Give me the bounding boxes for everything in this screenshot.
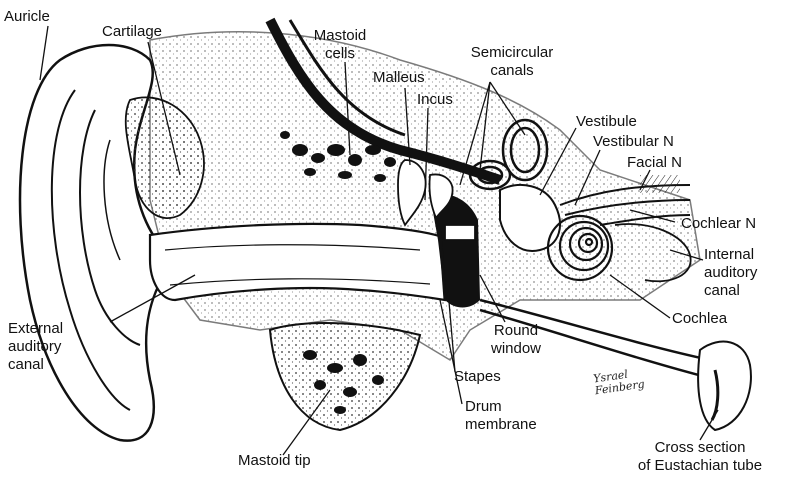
label-round-window-line2: window <box>486 340 546 358</box>
label-drum-line2: membrane <box>465 416 537 434</box>
label-internal-auditory-canal: Internal auditory canal <box>704 246 757 300</box>
label-cochlear-n: Cochlear N <box>681 215 756 233</box>
label-malleus: Malleus <box>373 69 425 87</box>
label-semicircular-canals-line2: canals <box>462 62 562 80</box>
stapes-shape <box>445 225 475 240</box>
label-mastoid-cells-line1: Mastoid <box>307 27 373 45</box>
label-external-auditory-canal: External auditory canal <box>8 320 63 374</box>
label-round-window: Round window <box>486 322 546 358</box>
label-internal-line3: canal <box>704 282 757 300</box>
label-internal-line2: auditory <box>704 264 757 282</box>
label-vestibule: Vestibule <box>576 113 637 131</box>
label-facial-n: Facial N <box>627 154 682 172</box>
label-mastoid-tip: Mastoid tip <box>238 452 311 470</box>
label-auricle: Auricle <box>4 8 50 26</box>
label-external-line2: auditory <box>8 338 63 356</box>
label-mastoid-cells: Mastoid cells <box>307 27 373 63</box>
label-external-line3: canal <box>8 356 63 374</box>
label-external-line1: External <box>8 320 63 338</box>
mastoid-tip-shape <box>270 323 420 430</box>
external-canal <box>150 224 445 300</box>
label-eustachian-line2: of Eustachian tube <box>618 457 782 475</box>
label-semicircular-canals-line1: Semicircular <box>462 44 562 62</box>
label-incus: Incus <box>417 91 453 109</box>
label-internal-line1: Internal <box>704 246 757 264</box>
label-drum-line1: Drum <box>465 398 537 416</box>
label-cartilage: Cartilage <box>102 23 162 41</box>
label-cochlea: Cochlea <box>672 310 727 328</box>
label-drum-membrane: Drum membrane <box>465 398 537 434</box>
label-vestibular-n: Vestibular N <box>593 133 674 151</box>
eustachian-cross-section <box>698 342 751 430</box>
label-mastoid-cells-line2: cells <box>307 45 373 63</box>
label-round-window-line1: Round <box>486 322 546 340</box>
label-semicircular-canals: Semicircular canals <box>462 44 562 80</box>
label-eustachian-cross-section: Cross section of Eustachian tube <box>618 439 782 475</box>
label-eustachian-line1: Cross section <box>618 439 782 457</box>
label-stapes: Stapes <box>454 368 501 386</box>
